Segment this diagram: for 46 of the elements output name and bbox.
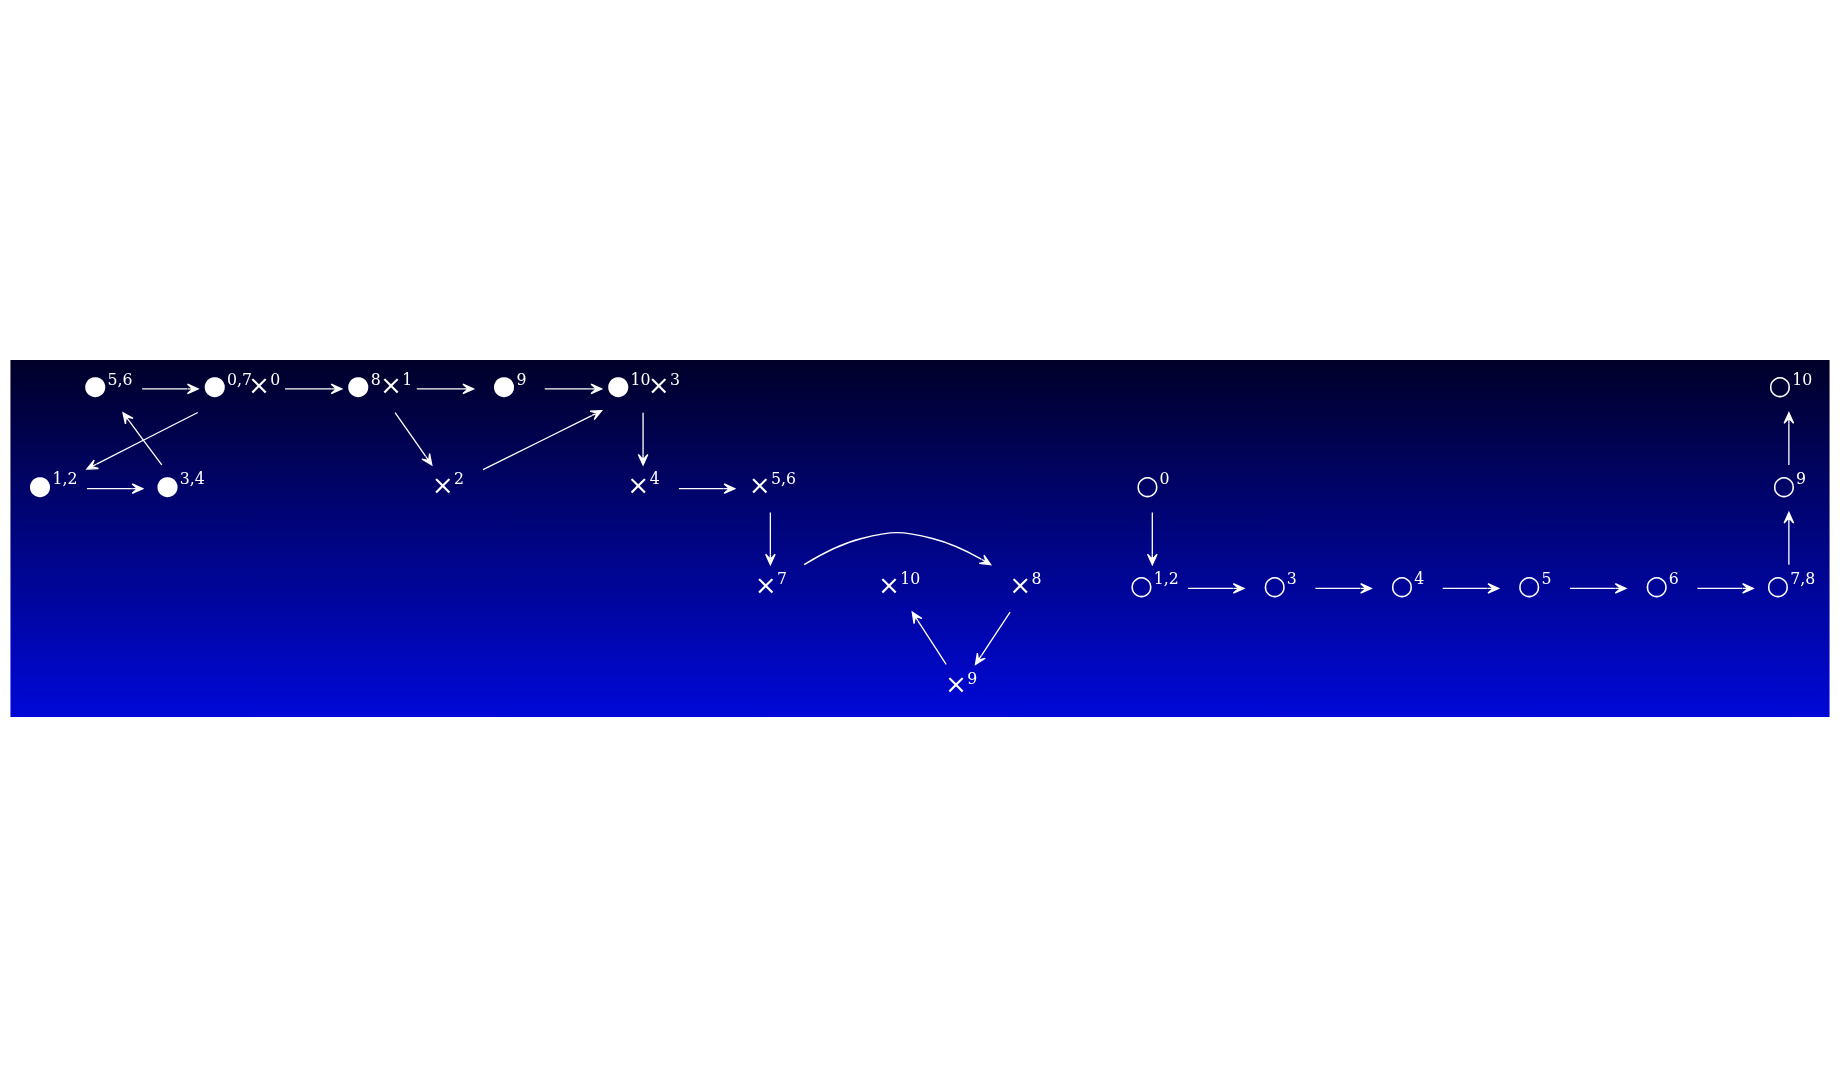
arrow bbox=[803, 532, 992, 566]
node-text: ○$^{0}$ bbox=[1135, 469, 1170, 500]
node-text: ×$^{10}$ bbox=[878, 569, 921, 600]
arrow bbox=[544, 383, 603, 395]
arrow bbox=[416, 383, 475, 395]
arrow bbox=[911, 611, 947, 666]
arrow bbox=[141, 383, 199, 395]
node-text: ○$^{3}$ bbox=[1263, 569, 1297, 600]
node-text: ×$^{7}$ bbox=[754, 569, 787, 600]
arrow bbox=[394, 412, 433, 466]
node-text: ○$^{4}$ bbox=[1390, 569, 1425, 600]
node-text: ×$^{5,6}$ bbox=[748, 469, 797, 500]
arrow bbox=[86, 411, 199, 470]
node-text: ×$^{4}$ bbox=[627, 469, 660, 500]
node-text: ●$^{0,7}$×$^{0}$ bbox=[203, 369, 281, 401]
arrow bbox=[765, 511, 776, 566]
arrow bbox=[1442, 583, 1500, 594]
arrow bbox=[678, 483, 736, 494]
node-text: ○$^{6}$ bbox=[1645, 569, 1679, 600]
arrow bbox=[637, 412, 649, 466]
arrow bbox=[482, 410, 603, 471]
node-text: ○$^{7,8}$ bbox=[1766, 569, 1816, 600]
arrow bbox=[974, 611, 1011, 666]
arrow bbox=[1146, 511, 1158, 566]
node-text: ●$^{1,2}$ bbox=[28, 469, 78, 500]
arrow bbox=[1696, 583, 1754, 594]
node-text: ○$^{9}$ bbox=[1772, 469, 1807, 500]
arrow bbox=[86, 483, 144, 494]
node-text: ●$^{3,4}$ bbox=[156, 469, 205, 500]
arrow bbox=[122, 412, 163, 466]
arrow bbox=[1314, 583, 1372, 594]
node-text: ○$^{1,2}$ bbox=[1130, 569, 1179, 600]
node-text: ×$^{8}$ bbox=[1009, 569, 1042, 600]
node-text: ●$^{8}$×$^{1}$ bbox=[347, 369, 413, 401]
node-text: ○$^{5}$ bbox=[1517, 569, 1552, 600]
node-text: ×$^{2}$ bbox=[431, 469, 465, 500]
arrow bbox=[1783, 412, 1795, 466]
arrow bbox=[1569, 583, 1627, 594]
arrow bbox=[1783, 511, 1795, 566]
node-text: ●$^{9}$ bbox=[492, 369, 527, 401]
arrow bbox=[284, 383, 343, 395]
node-text: ●$^{10}$×$^{3}$ bbox=[606, 369, 680, 401]
arrow bbox=[1187, 583, 1245, 594]
node-text: ○$^{10}$ bbox=[1768, 369, 1813, 401]
node-text: ●$^{5,6}$ bbox=[83, 369, 133, 401]
node-text: ×$^{9}$ bbox=[944, 668, 978, 700]
